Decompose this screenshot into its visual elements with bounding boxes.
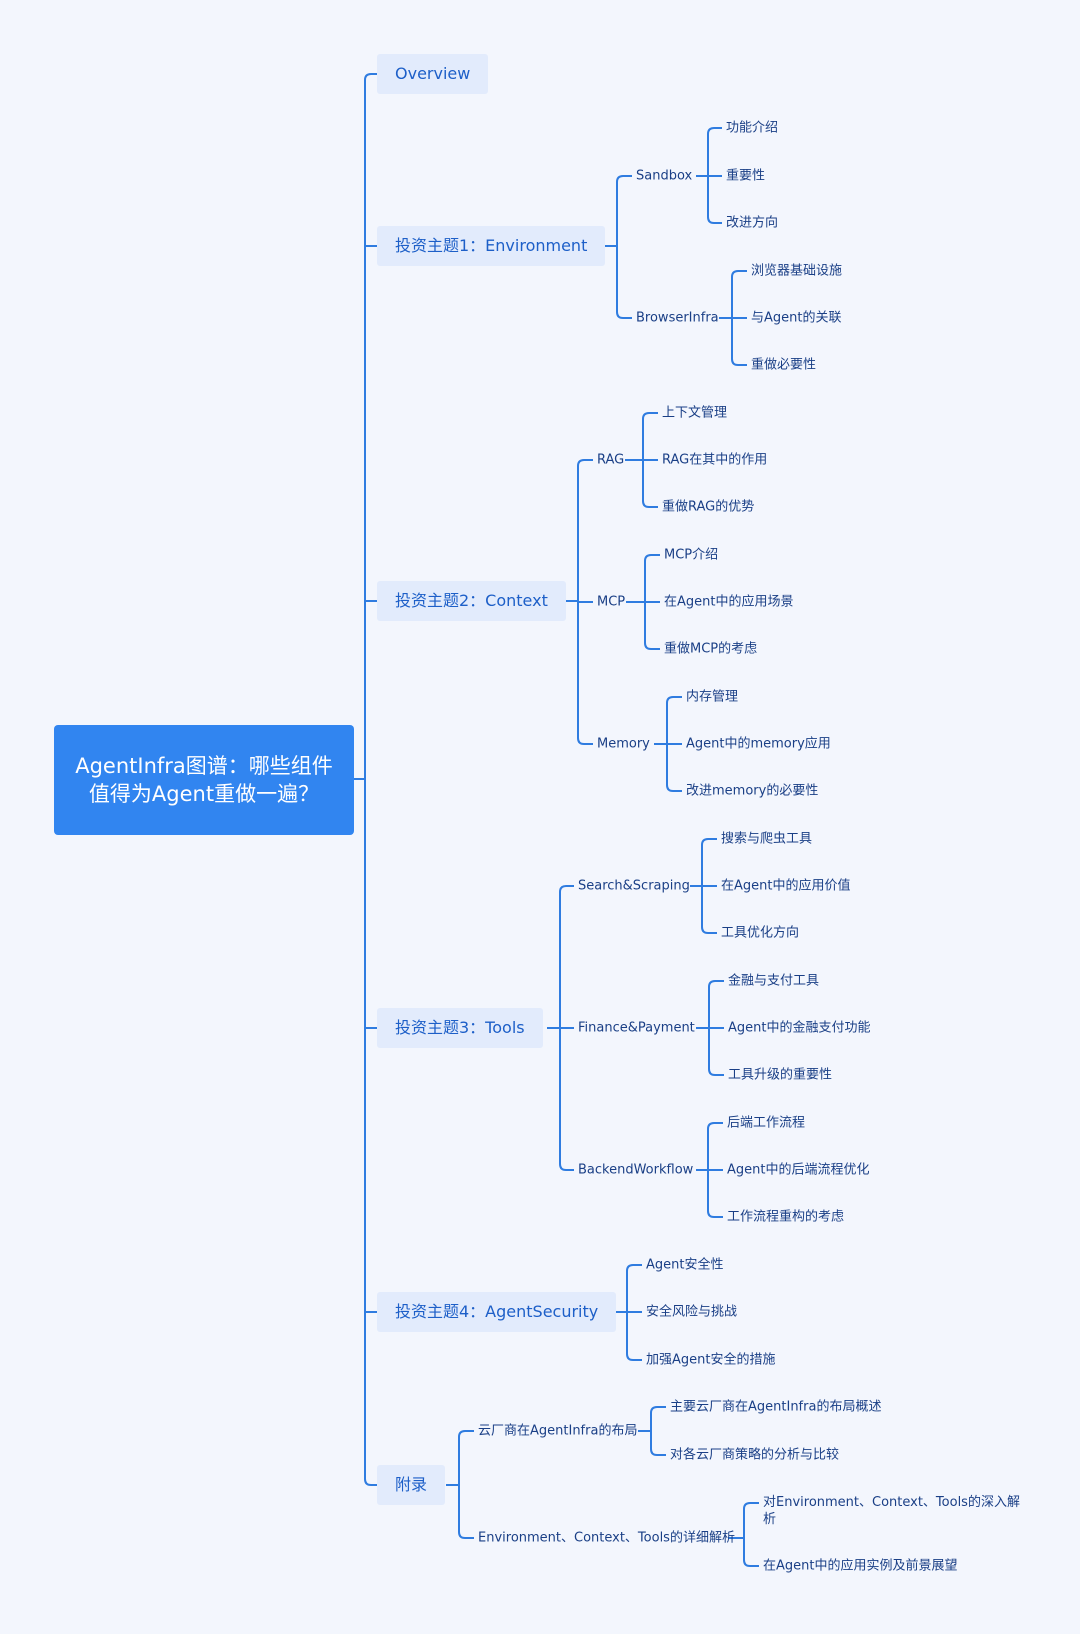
leaf-node[interactable]: 对各云厂商策略的分析与比较 [670,1447,840,1463]
connector [743,1502,759,1510]
topic-context[interactable]: 投资主题2：Context [377,581,566,621]
subtopic-finance-payment[interactable]: Finance&Payment [578,1020,695,1036]
topic-tools[interactable]: 投资主题3：Tools [377,1008,543,1048]
subtopic-cloud-vendors[interactable]: 云厂商在AgentInfra的布局 [478,1423,638,1439]
leaf-node[interactable]: 改进memory的必要性 [686,783,819,799]
connector [642,412,658,420]
connector [707,1210,723,1218]
leaf-node[interactable]: 金融与支付工具 [728,973,820,989]
leaf-node[interactable]: Agent中的后端流程优化 [727,1162,870,1178]
connector [708,1068,724,1076]
subtopic-detailed-analysis[interactable]: Environment、Context、Tools的详细解析 [478,1530,735,1546]
connector [458,1531,474,1539]
topic-label: 投资主题1：Environment [395,236,588,255]
leaf-node[interactable]: 对Environment、Context、Tools的深入解析 [763,1495,1020,1527]
leaf-node[interactable]: 工作流程重构的考虑 [727,1209,845,1225]
leaf-node[interactable]: 搜索与爬虫工具 [721,831,813,847]
leaf-node[interactable]: Agent中的金融支付功能 [728,1020,871,1036]
topic-label: 投资主题2：Context [395,591,548,610]
connector [616,175,632,183]
topic-label: 投资主题4：AgentSecurity [395,1302,599,1321]
connector [650,1406,666,1414]
connector [577,459,593,467]
connector [701,838,717,846]
leaf-node[interactable]: 重要性 [726,168,766,184]
connector [644,554,660,562]
connector [666,784,682,792]
leaf-node[interactable]: 内存管理 [686,689,739,705]
connector [731,270,747,278]
topic-overview[interactable]: Overview [377,54,489,94]
leaf-node[interactable]: 功能介绍 [726,120,779,136]
root-node[interactable]: AgentInfra图谱：哪些组件值得为Agent重做一遍？ [54,725,354,835]
connector [559,1163,574,1171]
leaf-node[interactable]: 重做MCP的考虑 [664,641,758,657]
topic-label: 附录 [395,1475,428,1494]
connector [626,1264,642,1272]
subtopic-mcp[interactable]: MCP [597,594,626,610]
root-label: AgentInfra图谱：哪些组件值得为Agent重做一遍？ [75,754,333,806]
leaf-node[interactable]: 与Agent的关联 [751,310,842,326]
connector [642,500,658,508]
subtopic-backend-workflow[interactable]: BackendWorkflow [578,1162,694,1178]
leaf-node[interactable]: 在Agent中的应用价值 [721,878,851,894]
leaf-node[interactable]: 后端工作流程 [727,1115,806,1131]
leaf-node[interactable]: 浏览器基础设施 [751,263,843,279]
leaf-node[interactable]: 重做必要性 [751,357,817,373]
leaf-node[interactable]: 在Agent中的应用场景 [664,594,794,610]
connector [644,642,660,650]
connector [743,1559,759,1567]
leaf-node[interactable]: 加强Agent安全的措施 [646,1352,776,1368]
leaf-node[interactable]: Agent安全性 [646,1257,724,1273]
topic-appendix[interactable]: 附录 [377,1465,446,1505]
connector [559,885,574,893]
leaf-node[interactable]: 改进方向 [726,215,779,231]
topic-label: 投资主题3：Tools [395,1018,525,1037]
connector [701,926,717,934]
subtopic-memory[interactable]: Memory [597,736,650,752]
connector [707,1122,723,1130]
leaf-node[interactable]: 主要云厂商在AgentInfra的布局概述 [670,1399,882,1415]
connector [707,127,722,135]
connector [650,1448,666,1456]
connector [364,1478,377,1486]
connector [666,696,682,704]
leaf-node[interactable]: Agent中的memory应用 [686,736,831,752]
connector [364,73,377,81]
subtopic-search-scraping[interactable]: Search&Scraping [578,878,690,894]
leaf-node[interactable]: 在Agent中的应用实例及前景展望 [763,1558,958,1574]
leaf-node[interactable]: RAG在其中的作用 [662,452,768,468]
connector [731,358,747,366]
subtopic-sandbox[interactable]: Sandbox [636,168,693,184]
leaf-node[interactable]: 工具优化方向 [721,925,800,941]
topic-environment[interactable]: 投资主题1：Environment [377,226,606,266]
leaf-node[interactable]: 重做RAG的优势 [662,499,755,515]
connector [707,216,722,224]
leaf-node[interactable]: 上下文管理 [662,405,728,421]
subtopic-browserinfra[interactable]: BrowserInfra [636,310,719,326]
connector [616,311,632,319]
topic-label: Overview [395,64,471,83]
topic-agentsecurity[interactable]: 投资主题4：AgentSecurity [377,1292,617,1332]
leaf-node[interactable]: 安全风险与挑战 [646,1304,738,1320]
leaf-node[interactable]: 工具升级的重要性 [728,1067,833,1083]
connector [577,737,593,745]
connector [626,1353,642,1361]
connector [458,1430,474,1438]
connector [708,980,724,988]
subtopic-rag[interactable]: RAG [597,452,625,468]
leaf-node[interactable]: MCP介绍 [664,547,719,563]
